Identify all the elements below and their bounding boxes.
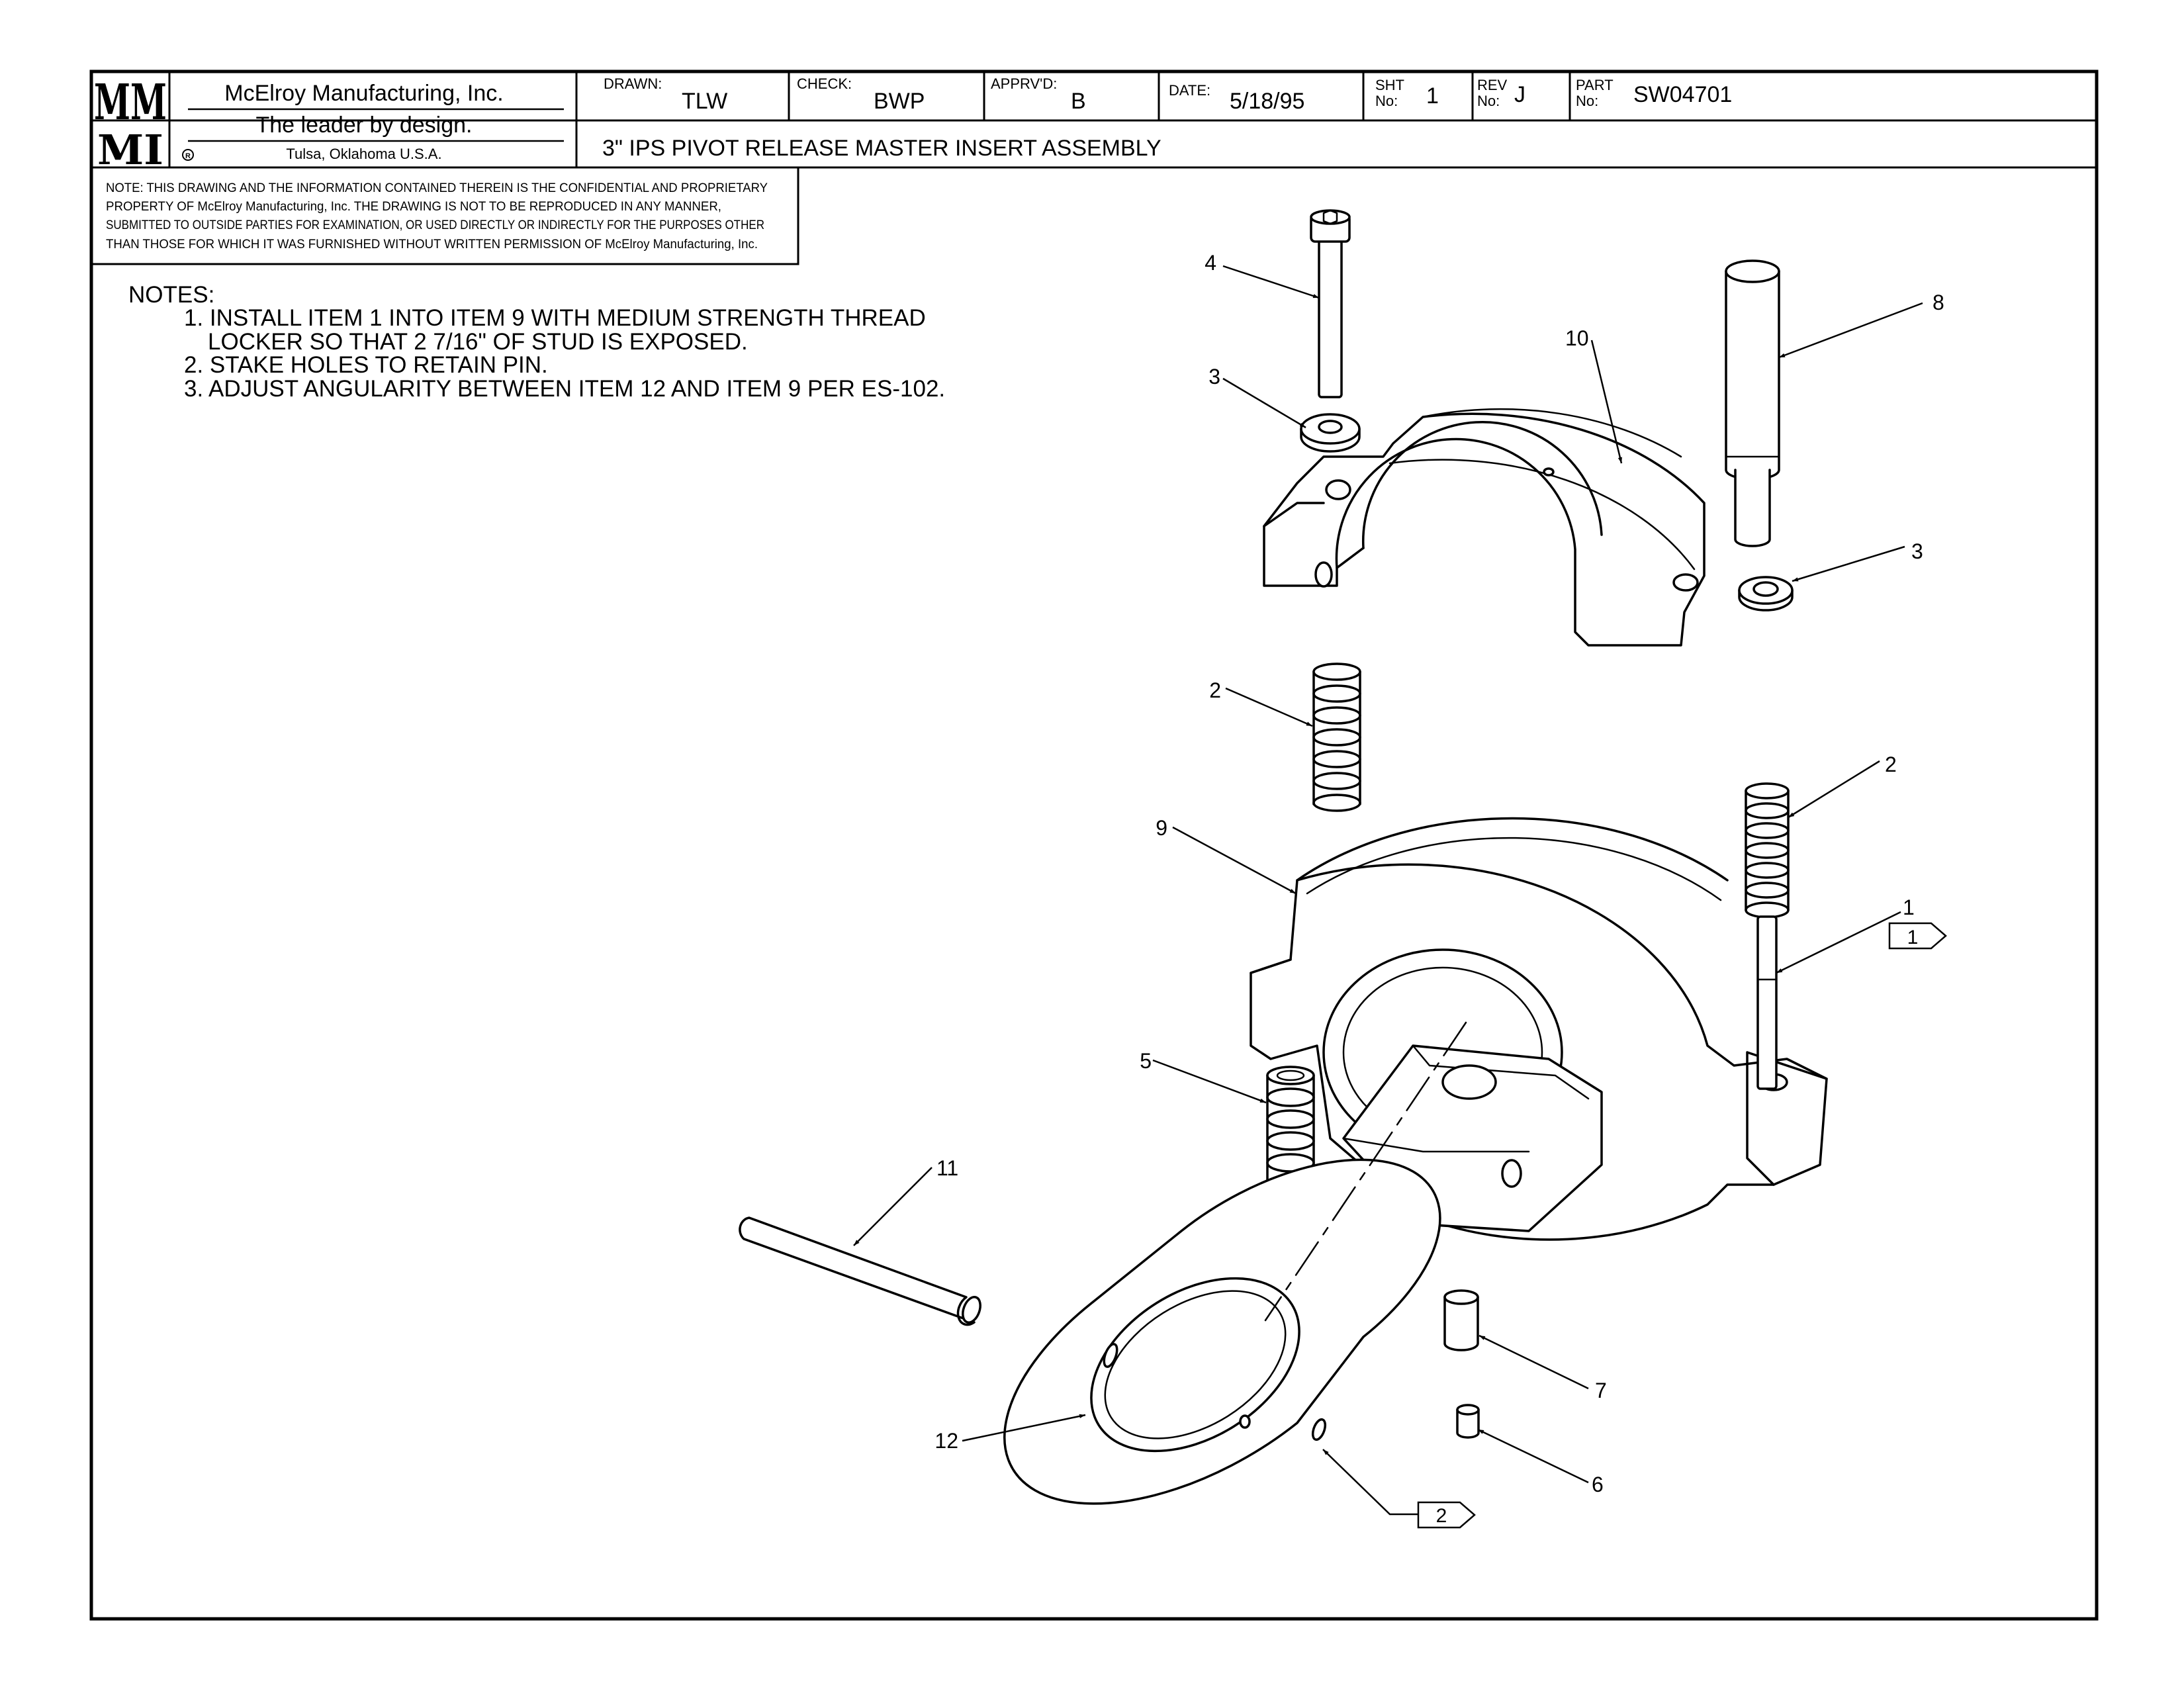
balloon-3-top: 3 xyxy=(1208,365,1220,388)
company-location: Tulsa, Oklahoma U.S.A. xyxy=(286,146,441,162)
sht-value: 1 xyxy=(1426,83,1439,109)
balloon-12: 12 xyxy=(934,1429,958,1453)
item-11-pin xyxy=(739,1216,981,1326)
balloon-1: 1 xyxy=(1903,895,1915,919)
balloon-10: 10 xyxy=(1565,326,1589,350)
title-block: MM MI R McElroy Manufacturing, Inc. The … xyxy=(91,71,2097,174)
drawing-title: 3" IPS PIVOT RELEASE MASTER INSERT ASSEM… xyxy=(602,136,1161,161)
note-1: 1. INSTALL ITEM 1 INTO ITEM 9 WITH MEDIU… xyxy=(184,305,926,331)
note-2: 2. STAKE HOLES TO RETAIN PIN. xyxy=(184,352,548,378)
item-3-washer-top xyxy=(1300,413,1361,453)
note-3: 3. ADJUST ANGULARITY BETWEEN ITEM 12 AND… xyxy=(184,376,945,402)
item-2-spring-right xyxy=(1745,782,1790,919)
rev-label: REV xyxy=(1477,77,1508,93)
company-name: McElroy Manufacturing, Inc. xyxy=(224,81,503,106)
part-label: PART xyxy=(1576,77,1614,93)
check-label: CHECK: xyxy=(797,75,852,92)
item-6-set-screw xyxy=(1456,1404,1480,1439)
item-12-collar xyxy=(1003,1158,1441,1505)
balloon-6: 6 xyxy=(1592,1473,1604,1496)
drawn-label: DRAWN: xyxy=(604,75,662,92)
apprvd-label: APPRV'D: xyxy=(991,75,1057,92)
balloon-8: 8 xyxy=(1933,291,1944,314)
balloon-5: 5 xyxy=(1140,1049,1152,1073)
registered-mark-icon xyxy=(182,149,194,161)
item-7-set-screw xyxy=(1443,1289,1479,1351)
confidential-line-2: PROPERTY OF McElroy Manufacturing, Inc. … xyxy=(106,200,721,214)
note-flag-2: 2 xyxy=(1417,1501,1476,1529)
part-label-no: No: xyxy=(1576,93,1598,109)
item-4-cap-screw xyxy=(1310,209,1351,398)
confidential-line-3: SUBMITTED TO OUTSIDE PARTIES FOR EXAMINA… xyxy=(106,218,764,232)
exploded-assembly xyxy=(739,209,1828,1505)
assembly-notes: NOTES: 1. INSTALL ITEM 1 INTO ITEM 9 WIT… xyxy=(128,282,945,402)
balloon-11: 11 xyxy=(936,1156,958,1180)
balloon-3-right: 3 xyxy=(1911,539,1923,563)
logo-bottom: MI xyxy=(97,126,163,174)
balloon-4: 4 xyxy=(1205,251,1216,275)
note-flag-1-number: 1 xyxy=(1907,927,1919,948)
rev-label-no: No: xyxy=(1477,93,1500,109)
note-flag-2-number: 2 xyxy=(1436,1505,1447,1527)
note-flag-1: 1 xyxy=(1888,922,1947,950)
confidential-note-box: NOTE: THIS DRAWING AND THE INFORMATION C… xyxy=(90,166,799,265)
rev-value: J xyxy=(1514,82,1525,107)
item-2-spring-left xyxy=(1312,662,1361,812)
svg-text:R: R xyxy=(185,152,191,160)
logo-top: MM xyxy=(94,74,167,131)
leader-lines xyxy=(853,265,1923,1516)
sht-label-no: No: xyxy=(1375,93,1398,109)
item-10-upper-clamp xyxy=(1263,408,1794,647)
balloon-7: 7 xyxy=(1595,1379,1607,1402)
confidential-line-4: THAN THOSE FOR WHICH IT WAS FURNISHED WI… xyxy=(106,238,758,251)
mmi-logo: MM MI xyxy=(94,74,167,174)
check-value: BWP xyxy=(874,89,925,114)
part-value: SW04701 xyxy=(1633,82,1732,107)
sht-label: SHT xyxy=(1375,77,1404,93)
date-label: DATE: xyxy=(1169,82,1210,99)
date-value: 5/18/95 xyxy=(1230,89,1304,114)
drawn-value: TLW xyxy=(682,89,727,114)
note-1-cont: LOCKER SO THAT 2 7/16" OF STUD IS EXPOSE… xyxy=(208,329,748,355)
balloon-9: 9 xyxy=(1156,816,1167,840)
item-8-handle xyxy=(1725,259,1780,547)
confidential-line-1: NOTE: THIS DRAWING AND THE INFORMATION C… xyxy=(106,181,768,195)
apprvd-value: B xyxy=(1071,89,1086,114)
item-1-stud xyxy=(1756,915,1778,1090)
item-balloons: 4 3 8 10 3 2 2 9 1 5 11 7 6 12 xyxy=(934,251,1944,1496)
notes-heading: NOTES: xyxy=(128,282,214,308)
drawing-border xyxy=(89,69,2099,1621)
assembly-centerline xyxy=(1264,1021,1467,1322)
company-tagline: The leader by design. xyxy=(256,113,473,138)
balloon-2-right: 2 xyxy=(1885,752,1897,776)
balloon-2-left: 2 xyxy=(1209,678,1221,702)
